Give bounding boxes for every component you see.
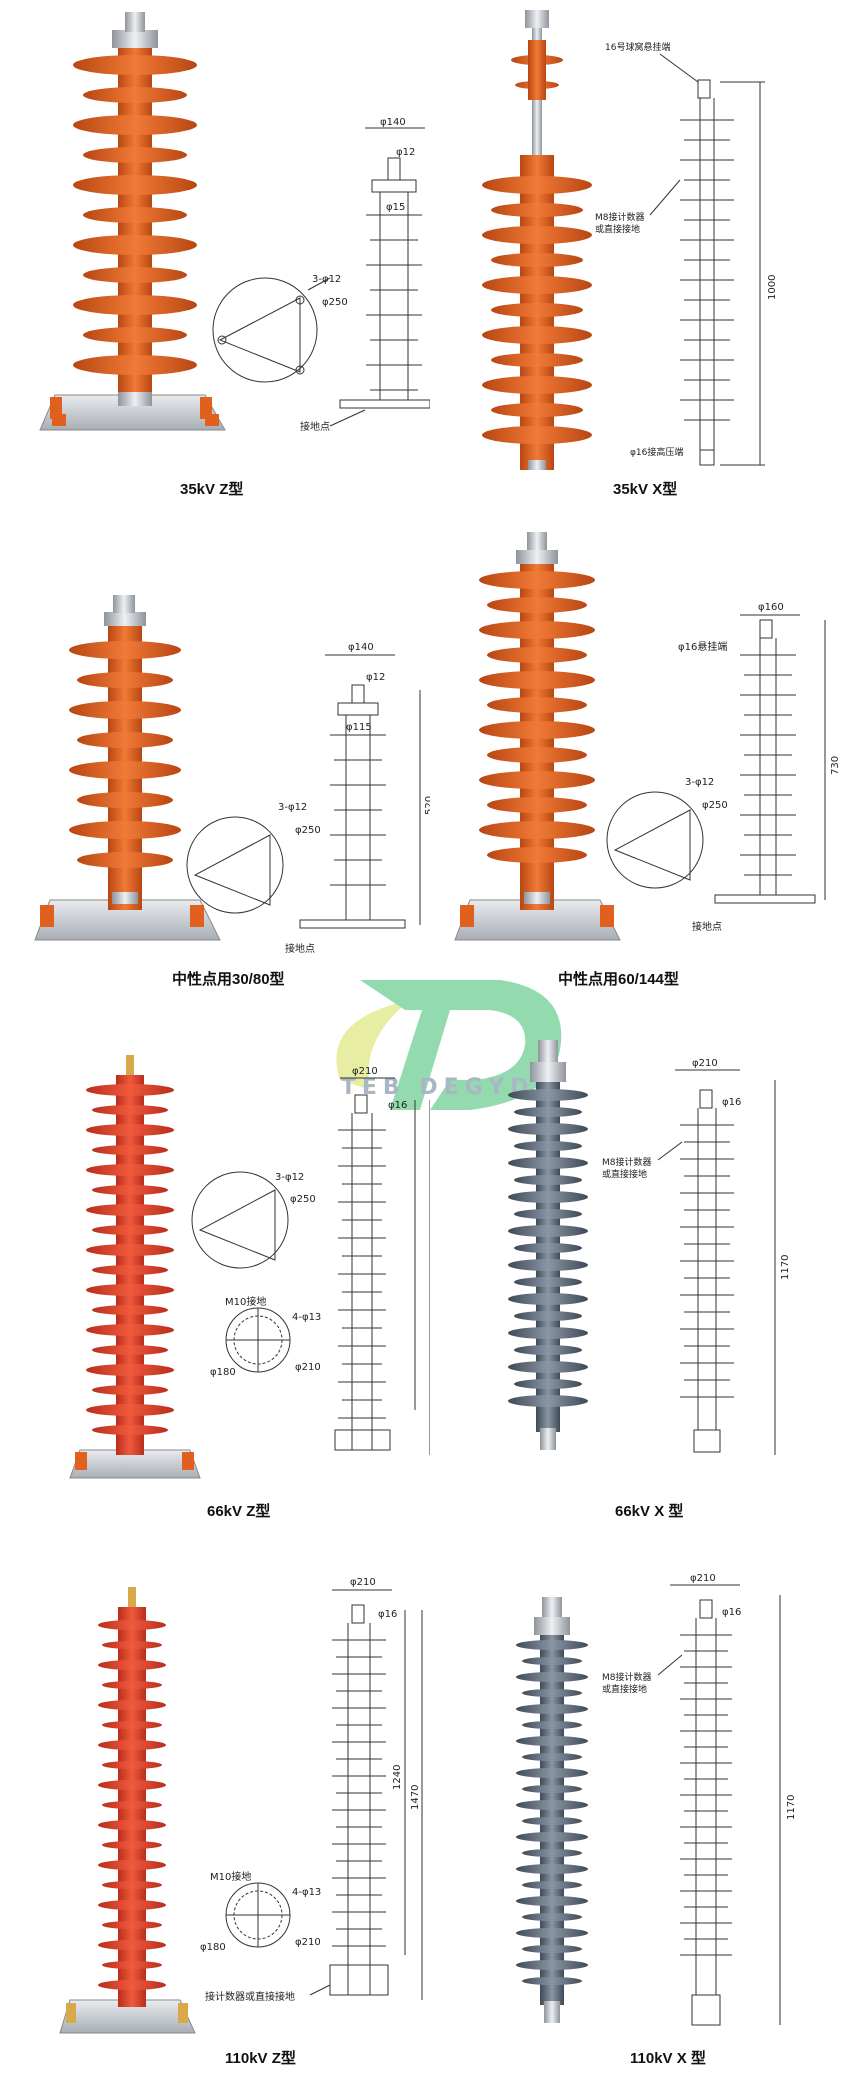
label-height: 1170 [786,1795,797,1820]
product-35kv-z: 3-φ12 φ250 φ140 φ12 φ15 接地点 [39,12,430,433]
label-top-dia: φ210 [692,1058,718,1069]
watermark-logo [336,980,562,1110]
label-d180: φ180 [200,1942,226,1953]
product-66kv-x: φ210 φ16 M8接计数器 或直接接地 1170 [508,1040,791,1455]
label-holes: 3-φ12 [275,1172,304,1183]
label-top-dia: φ140 [348,642,374,653]
caption-66kv-z: 66kV Z型 [207,1503,271,1520]
label-cap: φ16 [378,1609,397,1620]
label-ground: 接地点 [285,942,315,955]
label-height: 1000 [767,275,778,300]
label-height: 1170 [780,1255,791,1280]
label-cap: φ16 [722,1607,741,1618]
label-d210: φ210 [295,1937,321,1948]
caption-neutral-30-80: 中性点用30/80型 [172,971,285,988]
label-holes: 3-φ12 [312,274,341,285]
label-bottom: φ16接高压端 [630,446,683,458]
label-counter2: 或直接接地 [602,1168,647,1180]
label-holes4: 4-φ13 [292,1312,321,1323]
label-d210: φ210 [295,1362,321,1373]
product-35kv-x: 16号球窝悬挂端 M8接计数器 或直接接地 1000 φ16接高压端 [482,10,778,470]
label-counter: M8接计数器 [602,1671,652,1683]
label-height-inner: 1240 [392,1765,403,1790]
label-top-dia: φ160 [758,602,784,613]
label-top-dia: φ210 [352,1066,378,1077]
caption-35kv-z: 35kV Z型 [180,481,244,498]
label-counter: M8接计数器 [602,1156,652,1168]
product-110kv-x: φ210 φ16 M8接计数器 或直接接地 1170 [516,1573,797,2026]
product-110kv-z: M10接地 4-φ13 φ180 φ210 φ210 φ16 1240 1470… [59,1577,423,2034]
label-m10: M10接地 [210,1870,251,1883]
label-cap: φ12 [366,672,385,683]
caption-neutral-60-144: 中性点用60/144型 [558,971,679,988]
label-counter2: 或直接接地 [595,223,640,235]
label-core: φ15 [386,202,405,213]
label-counter2: 或直接接地 [602,1683,647,1695]
label-hang: φ16悬挂端 [678,640,727,653]
label-counter: M8接计数器 [595,211,645,223]
label-bolt: φ250 [702,800,728,811]
product-66kv-z: 3-φ12 φ250 M10接地 4-φ13 φ180 φ210 φ210 φ1… [69,1055,430,1479]
label-top-dia: φ140 [380,117,406,128]
label-top-note: 16号球窝悬挂端 [605,41,670,53]
label-bolt: φ250 [295,825,321,836]
product-neutral-60-144: 3-φ12 φ250 φ160 φ16悬挂端 730 接地点 [454,532,841,941]
label-m10: M10接地 [225,1295,266,1308]
caption-35kv-x: 35kV X型 [613,481,678,498]
caption-110kv-x: 110kV X 型 [630,2050,706,2067]
label-bolt: φ250 [290,1194,316,1205]
label-ground: 接计数器或直接接地 [205,1990,295,2003]
label-top-dia: φ210 [690,1573,716,1584]
label-ground: 接地点 [300,420,330,433]
label-top-dia: φ210 [350,1577,376,1588]
label-d180: φ180 [210,1367,236,1378]
label-cap: φ16 [722,1097,741,1108]
label-height: 730 [830,756,841,775]
label-holes: 3-φ12 [685,777,714,788]
label-cap: φ16 [388,1100,407,1111]
label-bolt: φ250 [322,297,348,308]
label-ground: 接地点 [692,920,722,933]
product-neutral-30-80: 3-φ12 φ250 φ140 φ12 φ115 520 接地点 [34,595,430,955]
caption-66kv-x: 66kV X 型 [615,1503,684,1520]
label-cap: φ12 [396,147,415,158]
label-holes: 3-φ12 [278,802,307,813]
label-height: 520 [424,796,430,815]
caption-110kv-z: 110kV Z型 [225,2050,296,2067]
label-height-outer: 1470 [410,1785,421,1810]
label-core: φ115 [346,722,372,733]
label-holes4: 4-φ13 [292,1887,321,1898]
